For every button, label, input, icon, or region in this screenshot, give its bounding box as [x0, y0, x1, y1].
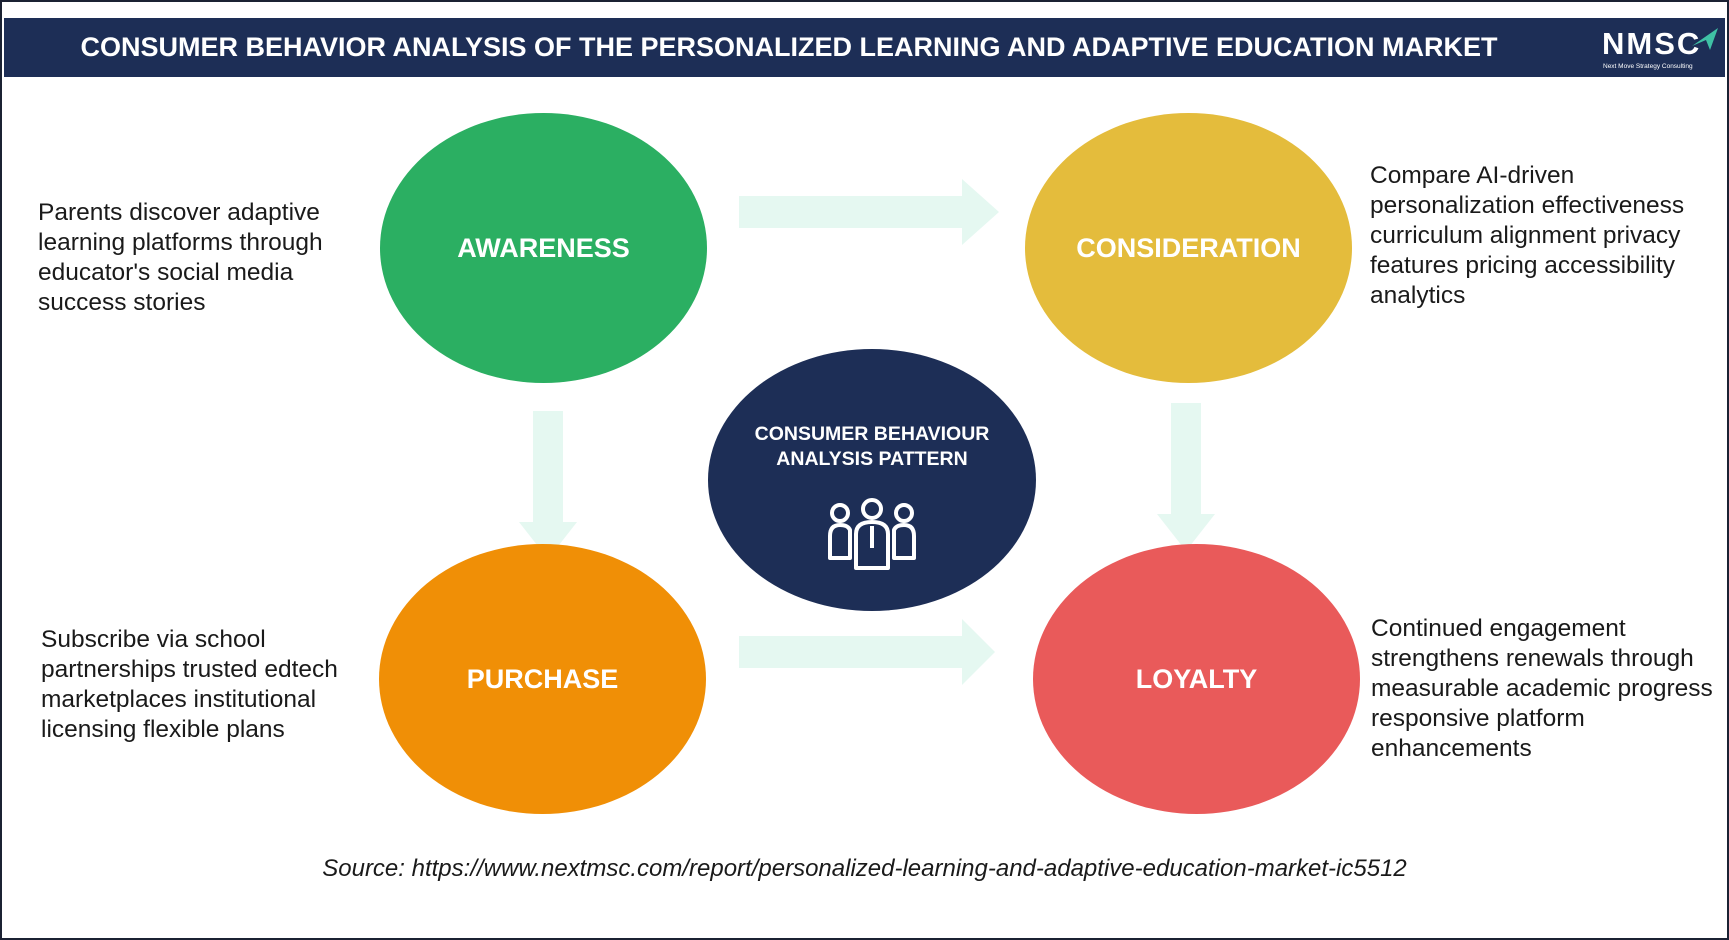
source-citation: Source: https://www.nextmsc.com/report/p…	[322, 855, 1407, 882]
purchase-description: Subscribe via school partnerships truste…	[41, 626, 338, 743]
center-title: CONSUMER BEHAVIOUR ANALYSIS PATTERN	[742, 422, 1002, 472]
arrow-consideration-to-loyalty	[1157, 403, 1215, 551]
stage-awareness: AWARENESS	[380, 113, 707, 383]
center-circle: CONSUMER BEHAVIOUR ANALYSIS PATTERN	[708, 349, 1036, 611]
logo-tagline: Next Move Strategy Consulting	[1603, 63, 1693, 70]
people-group-icon	[828, 498, 916, 570]
stage-consideration: CONSIDERATION	[1025, 113, 1352, 383]
center-title-line2: ANALYSIS PATTERN	[776, 448, 968, 470]
arrow-awareness-to-purchase	[519, 411, 577, 559]
stage-purchase-label: PURCHASE	[466, 663, 619, 694]
stage-consideration-label: CONSIDERATION	[1076, 232, 1301, 263]
stage-awareness-label: AWARENESS	[457, 232, 630, 263]
loyalty-description: Continued engagement strengthens renewal…	[1371, 615, 1713, 762]
arrow-awareness-to-consideration	[739, 179, 999, 245]
center-title-line1: CONSUMER BEHAVIOUR	[754, 423, 990, 445]
awareness-description: Parents discover adaptive learning platf…	[38, 199, 323, 316]
flow-arrows	[519, 179, 1215, 685]
logo-text: NMSC	[1602, 26, 1702, 61]
diagram-area: AWARENESS CONSIDERATION PURCHASE LOYALTY…	[4, 77, 1725, 938]
logo-arrow-icon	[1692, 28, 1718, 50]
arrow-purchase-to-loyalty	[739, 619, 995, 685]
stage-purchase: PURCHASE	[379, 544, 706, 814]
stage-loyalty: LOYALTY	[1033, 544, 1360, 814]
stage-loyalty-label: LOYALTY	[1135, 663, 1258, 694]
page-title: CONSUMER BEHAVIOR ANALYSIS OF THE PERSON…	[80, 32, 1498, 62]
nmsc-logo: NMSC Next Move Strategy Consulting	[1602, 26, 1722, 72]
consideration-description: Compare AI-driven personalization effect…	[1370, 162, 1685, 309]
header-bar: CONSUMER BEHAVIOR ANALYSIS OF THE PERSON…	[4, 18, 1725, 77]
